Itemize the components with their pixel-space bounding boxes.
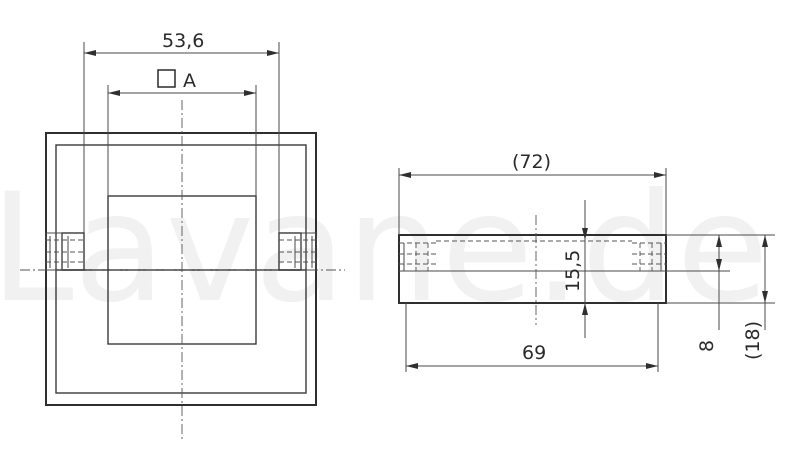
dim-inner-length-label: 69 (522, 342, 546, 364)
dim-width-label: 53,6 (162, 30, 204, 52)
dim-length-label: (72) (512, 151, 551, 173)
dim-total-height-label: (18) (742, 321, 764, 360)
front-view: 53,6 A (20, 30, 345, 440)
side-body (398, 234, 667, 304)
inner-frame (55, 144, 307, 394)
right-screw-detail (278, 232, 317, 271)
square-symbol-icon (157, 69, 176, 88)
dim-opening-label: A (183, 70, 196, 92)
side-right-screw (632, 242, 666, 271)
dim-offset-label: 8 (696, 340, 718, 352)
watermark: Lavane.de (0, 162, 769, 336)
dim-height-label: 15,5 (562, 250, 584, 292)
side-view: (72) 69 15,5 8 (18) (398, 151, 775, 372)
left-screw-detail (45, 232, 85, 271)
side-left-screw (399, 242, 436, 271)
